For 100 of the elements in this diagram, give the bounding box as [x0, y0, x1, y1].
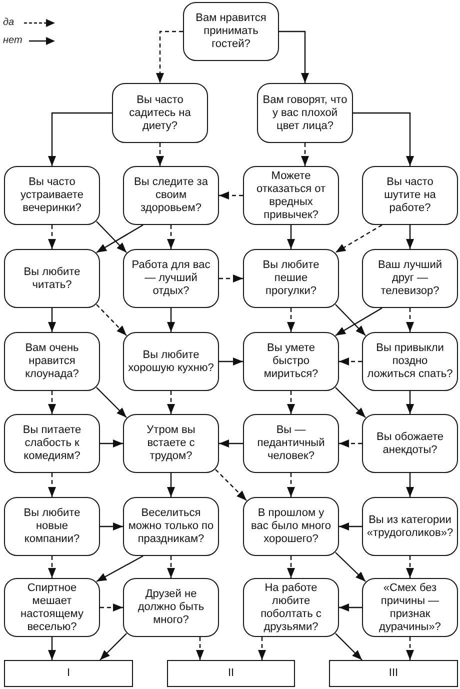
question-box: [257, 83, 353, 143]
dashed-arrow: [96, 304, 127, 336]
arrow: [48, 112, 112, 166]
dashed-arrow: [219, 274, 243, 282]
arrow: [335, 633, 362, 660]
dashed-arrow: [335, 224, 382, 254]
question-box: [123, 249, 219, 308]
question-box: [4, 414, 100, 473]
dashed-arrow: [301, 143, 309, 166]
question-box: [362, 166, 458, 225]
dashed-arrow: [48, 556, 56, 578]
arrow: [219, 440, 243, 448]
question-text: Спиртное мешает настоящему веселью?: [20, 582, 84, 634]
dashed-arrow: [287, 556, 295, 578]
result-box: [329, 660, 458, 687]
arrow: [353, 112, 414, 166]
question-text: Вы следите за своим здоровьем?: [133, 176, 209, 215]
arrow: [100, 522, 123, 530]
question-box: [243, 249, 339, 308]
question-box: [4, 249, 100, 308]
dashed-arrow: [406, 556, 414, 578]
question-box: [362, 249, 458, 308]
arrow: [339, 522, 362, 530]
question-text: Работа для вас — лучший отдых?: [130, 259, 212, 298]
question-box: [243, 497, 339, 556]
dashed-arrow: [219, 192, 243, 200]
arrow: [406, 225, 414, 249]
arrow: [96, 221, 127, 253]
question-box: [362, 332, 458, 391]
question-box: [362, 414, 458, 473]
legend-label: да: [3, 17, 16, 28]
question-text: Вам очень нравится клоунада?: [24, 342, 80, 381]
question-box: [4, 332, 100, 391]
dashed-arrow: [406, 637, 414, 660]
question-box: [243, 578, 339, 637]
question-text: Вы питаете слабость к комедиям?: [22, 424, 82, 463]
dashed-arrow: [156, 30, 183, 83]
question-text: На работе любите поболтать с друзьями?: [260, 582, 322, 634]
question-box: [4, 497, 100, 556]
question-box: [123, 578, 219, 637]
dashed-arrow: [258, 637, 266, 660]
arrow: [406, 473, 414, 497]
result-box: [4, 660, 133, 687]
dashed-arrow: [48, 391, 56, 414]
question-text: Можете отказаться от вредных привычек?: [255, 170, 327, 222]
question-text: Веселиться можно только по праздникам?: [128, 507, 214, 546]
question-text: Вам говорят, что у вас плохой цвет лица?: [262, 94, 348, 132]
arrow: [335, 387, 366, 418]
dashed-arrow: [406, 308, 414, 332]
arrow: [335, 304, 366, 336]
arrow: [335, 307, 382, 336]
question-text: Вы часто шутите на работе?: [383, 176, 437, 215]
dashed-arrow: [196, 637, 204, 660]
arrow: [100, 633, 127, 660]
arrow: [219, 358, 243, 366]
question-box: [112, 83, 208, 143]
arrow: [167, 473, 175, 497]
arrow: [335, 552, 366, 582]
dashed-arrow: [156, 143, 164, 166]
question-text: Вы — педантичный человек?: [256, 424, 326, 463]
question-box: [4, 166, 100, 225]
arrow: [287, 225, 295, 249]
question-text: Вы любите читать?: [22, 266, 82, 292]
question-text: Вам нравится принимать гостей?: [194, 12, 268, 51]
question-text: Друзей не должно быть много?: [136, 588, 206, 627]
question-text: Вы из категории «трудоголиков»?: [366, 514, 454, 540]
question-box: [183, 2, 279, 61]
question-text: Вы обожаете анекдоты?: [376, 430, 444, 456]
arrow: [96, 387, 127, 418]
question-text: «Смех без причины — признак дурачины»?: [378, 582, 442, 634]
dashed-arrow: [167, 225, 175, 249]
question-box: [4, 578, 100, 637]
arrow: [406, 391, 414, 414]
question-box: [123, 414, 219, 473]
dashed-arrow: [48, 225, 56, 249]
dashed-arrow: [287, 308, 295, 332]
result-label: I: [66, 667, 70, 680]
question-text: Вы любите хорошую кухню?: [128, 348, 214, 374]
dashed-arrow: [167, 556, 175, 578]
question-text: Ваш лучший друг — телевизор?: [376, 259, 444, 298]
arrow: [339, 604, 362, 612]
result-label: II: [228, 667, 234, 680]
question-text: Вы любите новые компании?: [22, 507, 82, 546]
question-text: Вы умете быстро мириться?: [262, 342, 320, 381]
question-box: [243, 166, 339, 225]
question-text: Вы часто садитесь на диету?: [128, 94, 192, 132]
question-box: [123, 497, 219, 556]
arrow: [48, 308, 56, 332]
question-text: Вы часто устраиваете вечеринки?: [20, 176, 84, 215]
arrow: [48, 637, 56, 660]
dashed-arrow: [48, 473, 56, 497]
arrow: [96, 555, 144, 582]
question-box: [243, 332, 339, 391]
question-text: Утром вы встаете с трудом?: [146, 424, 196, 463]
question-box: [362, 497, 458, 556]
result-label: III: [388, 667, 398, 680]
question-text: В прошлом у вас было много хорошего?: [250, 507, 332, 546]
dashed-arrow: [167, 391, 175, 414]
dashed-arrow: [287, 473, 295, 497]
dashed-arrow: [339, 358, 362, 366]
